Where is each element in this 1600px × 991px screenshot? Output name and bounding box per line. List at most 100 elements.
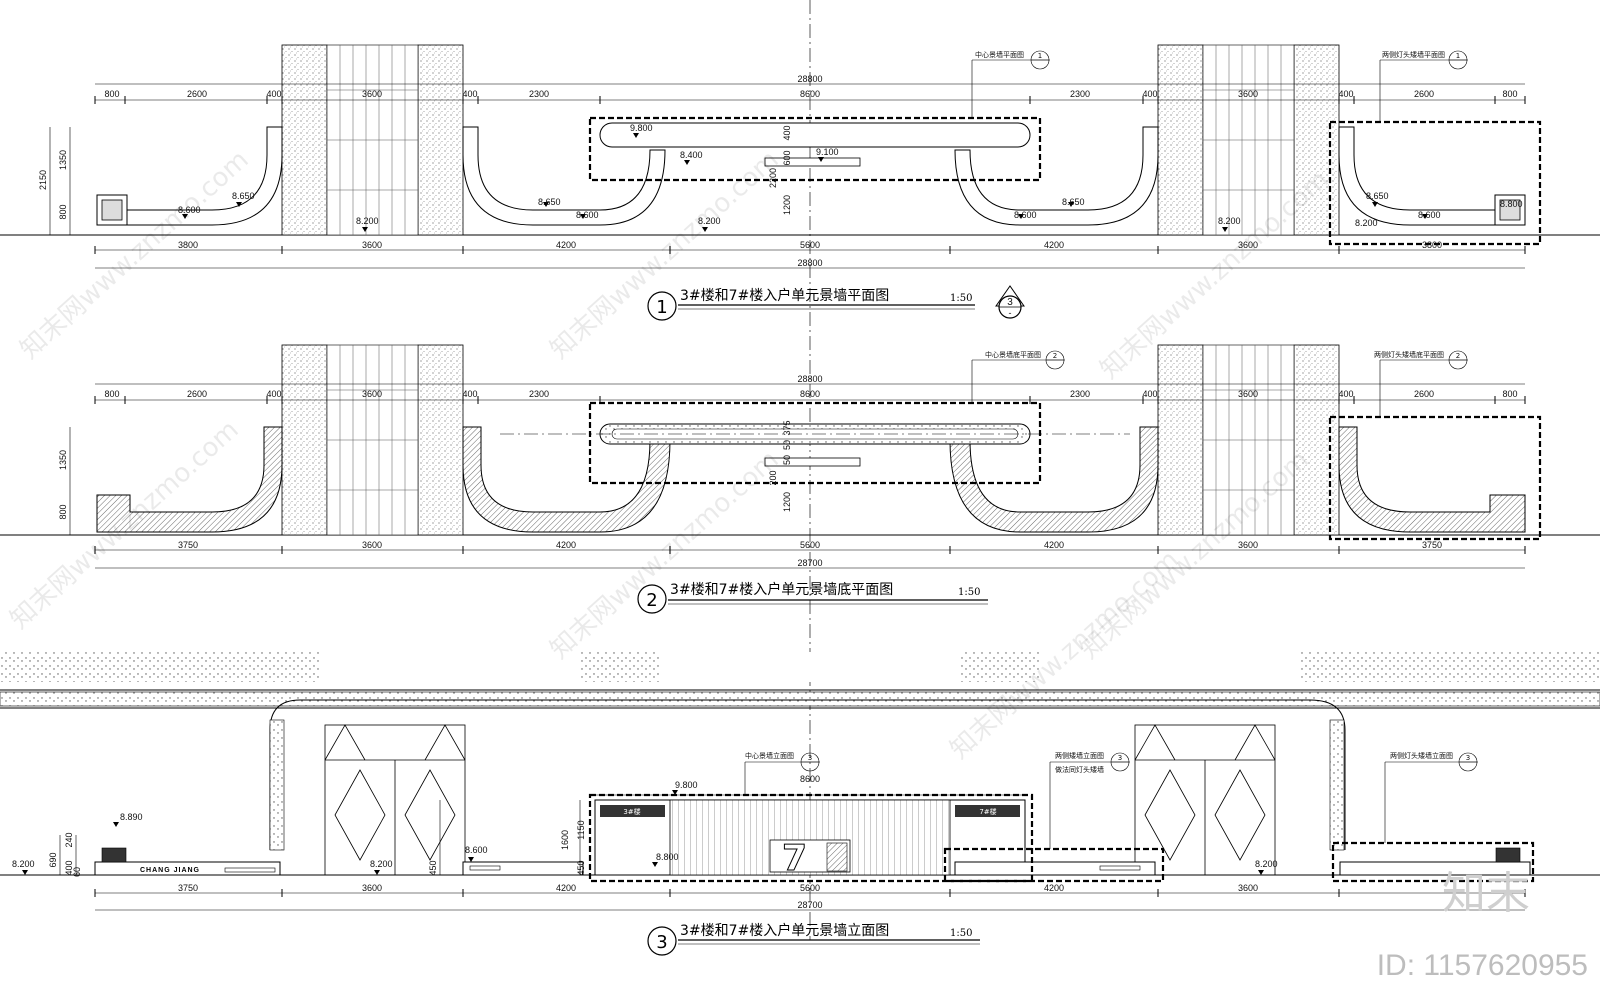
- callout-label: 两侧灯头矮墙平面图: [1382, 50, 1445, 59]
- brand-text: CHANG JIANG: [140, 867, 200, 874]
- dim-text: 240: [64, 832, 74, 847]
- dim-text: 2300: [529, 89, 549, 99]
- dim-text: 4200: [556, 883, 576, 893]
- dim-text: 8600: [800, 389, 820, 399]
- dim-text: 690: [48, 852, 58, 867]
- elevation-text: 9.800: [675, 780, 698, 790]
- dim-text: 3600: [362, 540, 382, 550]
- callout-label: 中心景墙底平面图: [985, 350, 1041, 359]
- elevation-text: 8.650: [538, 197, 561, 207]
- elevation-text: 9.100: [816, 147, 839, 157]
- dim-text: 4200: [1044, 240, 1064, 250]
- watermark-text: 知末网www.znzmo.com: [15, 145, 255, 365]
- dim-text: 400: [64, 860, 74, 875]
- callout-ref: 3: [808, 754, 812, 762]
- dim-text: 400: [462, 389, 477, 399]
- dim-text: 400: [1142, 89, 1157, 99]
- dim-text: 4200: [1044, 540, 1064, 550]
- plan-1-title: 3#楼和7#楼入户单元景墙平面图: [680, 287, 889, 304]
- plan-2: 28800 800 2600 400 3600 400 2300 8600 23…: [0, 344, 1600, 614]
- dim-text: 3600: [1238, 89, 1258, 99]
- dim-text: 3600: [1238, 240, 1258, 250]
- elevation-text: 8.200: [1218, 216, 1241, 226]
- dim-text: 450: [428, 860, 438, 875]
- section-ref-top: 3: [1007, 297, 1013, 308]
- dim-text: 2300: [529, 389, 549, 399]
- dim-text: 2150: [38, 170, 48, 190]
- dim-text: 400: [782, 125, 792, 140]
- dim-text: 400: [266, 389, 281, 399]
- watermark-text: 知末网www.znzmo.com: [545, 145, 785, 365]
- dim-text: 3600: [362, 89, 382, 99]
- dim-text: 28800: [797, 374, 822, 384]
- elevation-3-scale: 1:50: [950, 928, 972, 939]
- elevation-text: 8.650: [232, 191, 255, 201]
- dim-text: 400: [1142, 389, 1157, 399]
- dim-text: 3600: [1238, 883, 1258, 893]
- elevation-text: 8.650: [1366, 191, 1389, 201]
- callout-ref: 1: [1456, 52, 1460, 60]
- dim-text: 5600: [800, 883, 820, 893]
- dim-text: 800: [104, 389, 119, 399]
- elevation-text: 8.600: [465, 845, 488, 855]
- callout-label: 中心景墙立面图: [745, 751, 794, 760]
- dim-text: 800: [58, 504, 68, 519]
- dim-text: 1150: [576, 820, 586, 839]
- title-number-circle: [647, 291, 677, 321]
- callout-ref: 2: [1456, 352, 1460, 360]
- big-number-text: 7: [782, 838, 807, 879]
- callout-ref: 3: [1118, 754, 1122, 762]
- dim-text: 3600: [362, 389, 382, 399]
- image-id: ID: 1157620955: [1376, 949, 1588, 982]
- dim-text: 400: [1338, 89, 1353, 99]
- dim-text: 28700: [797, 558, 822, 568]
- elevation-text: 8.600: [1418, 210, 1441, 220]
- dim-text: 28800: [797, 258, 822, 268]
- dim-text: 3800: [178, 240, 198, 250]
- dim-text: 2200: [768, 168, 778, 188]
- elevation-text: 8.200: [12, 859, 35, 869]
- dim-text: 1200: [782, 195, 792, 215]
- dim-text: 3600: [1238, 389, 1258, 399]
- elevation-text: 8.200: [1355, 218, 1378, 228]
- dim-text: 8600: [800, 89, 820, 99]
- callout-label: 做法同灯头矮墙: [1055, 765, 1104, 774]
- callout-ref: 3: [1466, 754, 1470, 762]
- title-number-circle: [637, 584, 667, 614]
- dim-text: 200: [768, 470, 778, 485]
- dim-text: 375: [782, 420, 792, 435]
- callout-ref: 1: [1038, 52, 1042, 60]
- callout-ref: 2: [1053, 352, 1057, 360]
- elevation-text: 8.400: [680, 150, 703, 160]
- dim-text: 450: [576, 860, 586, 875]
- dim-text: 3750: [178, 883, 198, 893]
- elevation-text: 8.200: [370, 859, 393, 869]
- elevation-text: 8.600: [1014, 210, 1037, 220]
- dim-text: 3600: [1238, 540, 1258, 550]
- dim-text: 2600: [187, 389, 207, 399]
- title-number: 1: [656, 297, 667, 318]
- dim-text: 2600: [1414, 89, 1434, 99]
- dim-text: 3750: [178, 540, 198, 550]
- dim-text: 4200: [556, 540, 576, 550]
- elevation-3: CHANG JIANG 3#楼 7#楼 7: [0, 652, 1600, 956]
- dim-text: 2300: [1070, 89, 1090, 99]
- plan-1: 28800 800 2600 400 3600 400 2300 8600 23…: [0, 0, 1600, 940]
- dim-text: 800: [104, 89, 119, 99]
- sign-left-text: 3#楼: [623, 807, 640, 816]
- callout-label: 两侧灯头矮墙底平面图: [1374, 350, 1444, 359]
- sign-right-text: 7#楼: [979, 807, 996, 816]
- dim-text: 800: [1502, 389, 1517, 399]
- elevation-3-title: 3#楼和7#楼入户单元景墙立面图: [680, 922, 889, 939]
- elevation-text: 8.200: [356, 216, 379, 226]
- dim-text: 1350: [58, 150, 68, 170]
- elevation-text: 8.200: [1255, 859, 1278, 869]
- dim-text: 3600: [362, 240, 382, 250]
- dim-text: 60: [72, 867, 82, 877]
- dim-text: 800: [1502, 89, 1517, 99]
- elevation-text: 8.600: [178, 205, 201, 215]
- dim-text: 2300: [1070, 389, 1090, 399]
- dim-text: 1200: [782, 492, 792, 512]
- dim-text: 400: [462, 89, 477, 99]
